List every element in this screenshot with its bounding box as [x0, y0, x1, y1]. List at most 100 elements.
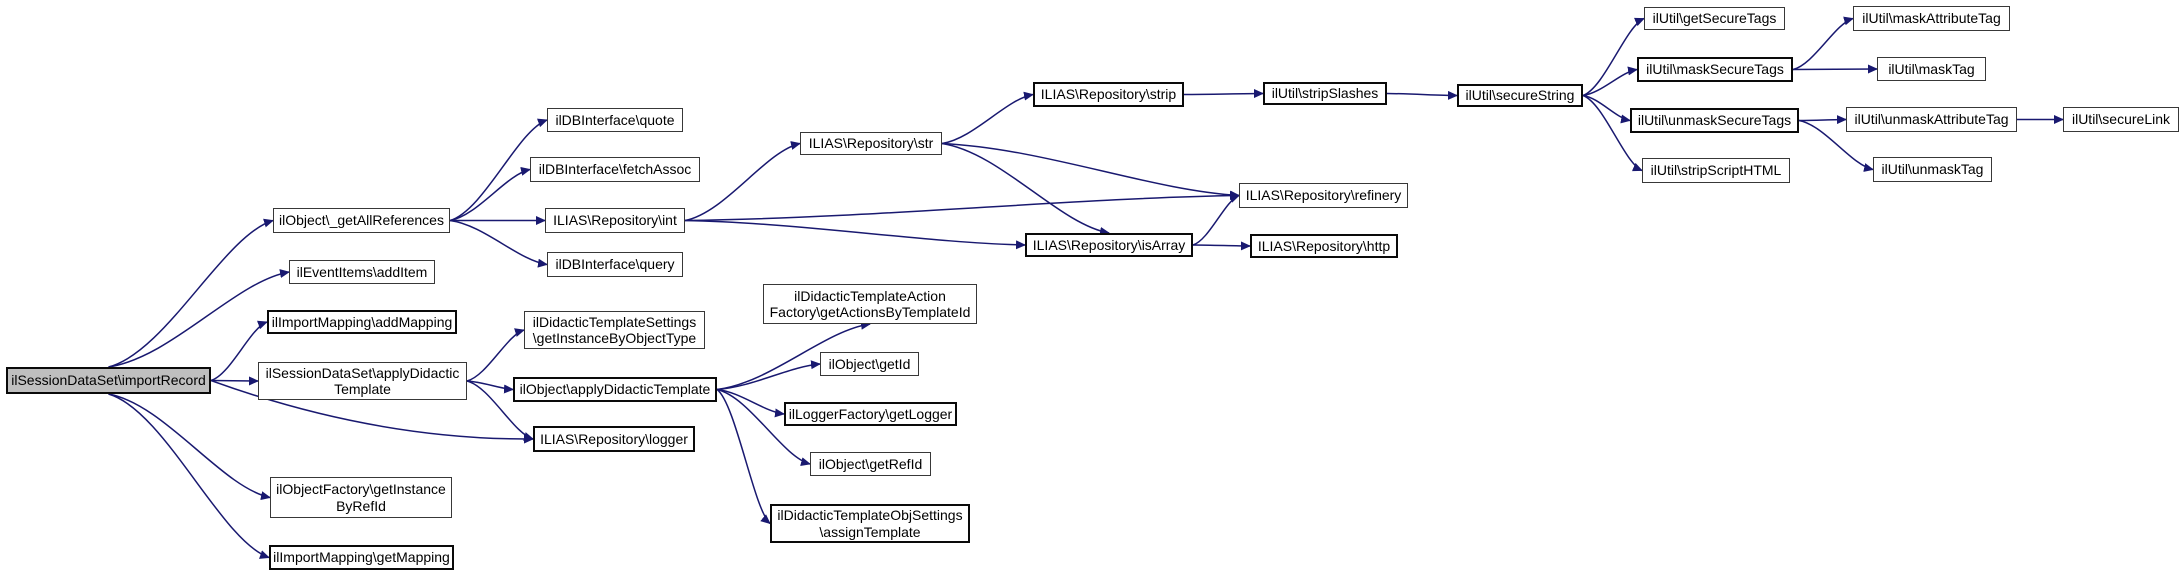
node-label: ilDBInterface\quote	[555, 111, 675, 128]
node-label: ilObject\getId	[828, 355, 911, 372]
node-addItem[interactable]: ilEventItems\addItem	[289, 260, 435, 284]
node-label: ilUtil\unmaskAttributeTag	[1854, 111, 2009, 128]
node-label: ILIAS\Repository\logger	[540, 430, 688, 447]
node-label: \assignTemplate	[819, 523, 921, 540]
node-label: ILIAS\Repository\http	[1257, 237, 1391, 254]
node-str[interactable]: ILIAS\Repository\str	[800, 132, 942, 155]
node-label: ilDBInterface\query	[555, 256, 675, 273]
node-isArray[interactable]: ILIAS\Repository\isArray	[1025, 233, 1193, 257]
edge-str-refinery	[941, 142, 1240, 200]
node-label: ilImportMapping\addMapping	[271, 313, 453, 330]
node-getAllReferences[interactable]: ilObject\_getAllReferences	[273, 208, 450, 233]
node-unmaskSecureTags[interactable]: ilUtil\unmaskSecureTags	[1630, 108, 1799, 133]
edge-applyDidacticObject-getId	[716, 360, 821, 391]
edge-applyDidacticObject-getLogger	[716, 388, 785, 418]
edge-getAllReferences-fetchAssoc	[449, 166, 531, 222]
edge-importRecord-getAllReferences	[108, 218, 274, 368]
node-label: ByRefId	[336, 497, 386, 514]
edge-str-strip	[941, 91, 1034, 145]
edge-secureString-unmaskSecureTags	[1582, 94, 1631, 124]
node-importRecord: ilSessionDataSet\importRecord	[6, 367, 211, 394]
edge-int-refinery	[684, 191, 1240, 222]
node-getSecureTags[interactable]: ilUtil\getSecureTags	[1644, 7, 1785, 30]
node-label: ilSessionDataSet\applyDidactic	[265, 364, 460, 381]
node-label: ilUtil\stripScriptHTML	[1650, 162, 1782, 179]
node-secureString[interactable]: ilUtil\secureString	[1457, 84, 1583, 107]
node-getInstanceByObjectType[interactable]: ilDidacticTemplateSettings\getInstanceBy…	[524, 311, 705, 349]
node-label: \getInstanceByObjectType	[532, 330, 697, 346]
node-maskAttributeTag[interactable]: ilUtil\maskAttributeTag	[1853, 6, 2010, 31]
edge-importRecord-addItem	[108, 269, 290, 368]
node-addMapping[interactable]: ilImportMapping\addMapping	[267, 310, 457, 334]
edge-maskSecureTags-maskAttributeTag	[1792, 16, 1854, 71]
node-label: ilUtil\secureString	[1465, 87, 1575, 104]
node-quote[interactable]: ilDBInterface\quote	[547, 108, 683, 132]
node-label: ilUtil\getSecureTags	[1652, 10, 1777, 27]
node-secureLink[interactable]: ilUtil\secureLink	[2063, 107, 2179, 132]
edge-applyDidacticObject-assignTemplate	[716, 388, 771, 525]
node-getRefId[interactable]: ilObject\getRefId	[810, 452, 931, 476]
node-label: ilDBInterface\fetchAssoc	[538, 161, 692, 178]
edge-applyDidacticSession-getInstanceByObjectType	[466, 328, 525, 382]
edge-isArray-refinery	[1192, 194, 1240, 246]
node-label: ILIAS\Repository\refinery	[1245, 187, 1402, 204]
node-label: ilUtil\maskTag	[1888, 60, 1975, 77]
node-label: ilSessionDataSet\importRecord	[11, 372, 206, 389]
node-label: ilObjectFactory\getInstance	[276, 481, 446, 497]
node-getId[interactable]: ilObject\getId	[820, 352, 919, 376]
node-label: ilUtil\stripSlashes	[1271, 85, 1379, 102]
node-label: ilDidacticTemplateObjSettings	[777, 507, 963, 523]
node-fetchAssoc[interactable]: ilDBInterface\fetchAssoc	[530, 157, 700, 182]
node-query[interactable]: ilDBInterface\query	[547, 252, 683, 277]
node-label: ILIAS\Repository\strip	[1040, 86, 1177, 103]
node-getLogger[interactable]: ilLoggerFactory\getLogger	[784, 402, 957, 426]
node-unmaskTag[interactable]: ilUtil\unmaskTag	[1873, 157, 1992, 182]
edge-stripSlashes-secureString	[1386, 90, 1458, 100]
node-label: ilDidacticTemplateSettings	[532, 313, 697, 330]
node-http[interactable]: ILIAS\Repository\http	[1250, 234, 1398, 258]
node-label: ilObject\getRefId	[818, 455, 923, 472]
node-label: ilLoggerFactory\getLogger	[788, 405, 953, 422]
edge-importRecord-applyDidacticSession	[210, 376, 259, 386]
edge-int-isArray	[684, 219, 1026, 250]
edge-strip-stripSlashes	[1183, 89, 1264, 99]
edge-secureString-maskSecureTags	[1582, 66, 1638, 97]
node-assignTemplate[interactable]: ilDidacticTemplateObjSettings\assignTemp…	[770, 504, 970, 543]
node-label: ILIAS\Repository\isArray	[1032, 236, 1186, 253]
node-stripSlashes[interactable]: ilUtil\stripSlashes	[1263, 82, 1387, 105]
node-label: ilObject\applyDidacticTemplate	[519, 381, 711, 398]
node-logger[interactable]: ILIAS\Repository\logger	[533, 426, 695, 452]
node-unmaskAttributeTag[interactable]: ilUtil\unmaskAttributeTag	[1846, 107, 2017, 132]
edge-applyDidacticObject-getRefId	[716, 388, 811, 467]
node-label: ilEventItems\addItem	[296, 263, 428, 280]
node-label: ilImportMapping\getMapping	[273, 549, 450, 566]
node-maskTag[interactable]: ilUtil\maskTag	[1877, 57, 1986, 81]
edge-secureString-stripScriptHTML	[1582, 94, 1643, 172]
edge-getAllReferences-query	[449, 219, 548, 268]
edge-maskSecureTags-maskTag	[1792, 64, 1878, 74]
node-label: ilUtil\maskSecureTags	[1646, 61, 1784, 78]
node-label: Template	[334, 381, 391, 397]
node-refinery[interactable]: ILIAS\Repository\refinery	[1239, 183, 1408, 208]
node-int[interactable]: ILIAS\Repository\int	[545, 208, 685, 233]
node-applyDidacticObject[interactable]: ilObject\applyDidacticTemplate	[513, 377, 717, 402]
node-label: ilUtil\unmaskTag	[1881, 161, 1984, 178]
edge-str-isArray	[941, 142, 1110, 236]
node-label: ilUtil\maskAttributeTag	[1862, 10, 2001, 27]
node-strip[interactable]: ILIAS\Repository\strip	[1033, 82, 1184, 107]
node-label: ILIAS\Repository\int	[553, 212, 677, 229]
node-maskSecureTags[interactable]: ilUtil\maskSecureTags	[1637, 57, 1793, 82]
node-label: Factory\getActionsByTemplateId	[769, 304, 971, 320]
node-stripScriptHTML[interactable]: ilUtil\stripScriptHTML	[1642, 158, 1790, 183]
node-label: ilDidacticTemplateAction	[794, 287, 946, 304]
edge-isArray-http	[1192, 241, 1251, 251]
edge-secureString-getSecureTags	[1582, 17, 1645, 97]
edge-applyDidacticSession-applyDidacticObject	[466, 380, 514, 394]
node-label: ilUtil\unmaskSecureTags	[1637, 112, 1792, 129]
node-getMapping[interactable]: ilImportMapping\getMapping	[269, 545, 454, 570]
edge-unmaskSecureTags-unmaskAttributeTag	[1798, 115, 1847, 125]
